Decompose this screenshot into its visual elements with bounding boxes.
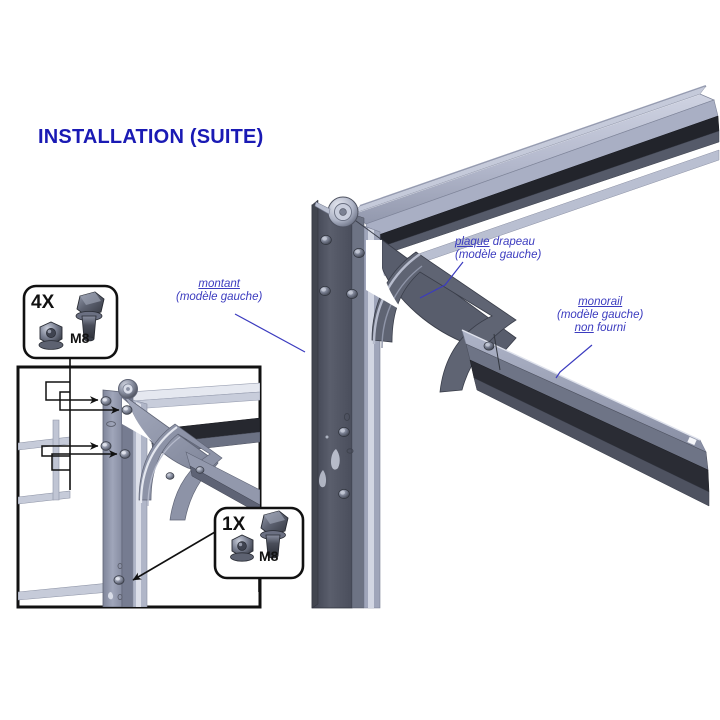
hardware-4x-size: M8 <box>70 330 90 346</box>
callout-montant-sub: (modèle gauche) <box>176 291 263 303</box>
inset-post-hole <box>117 593 123 601</box>
leader-line-plaque-drapeau <box>419 261 464 299</box>
callout-plaque-term-rest: drapeau <box>489 236 535 248</box>
post-hole <box>343 412 351 422</box>
plaque-upper-void <box>366 240 404 312</box>
callout-montant: montant (modèle gauche) <box>176 278 262 304</box>
hardware-1x-quantity: 1X <box>222 514 246 535</box>
main-view-bolt-group <box>319 235 495 499</box>
inset-gusset-bolt <box>165 472 175 480</box>
arrow-4x-bolt-2 <box>59 391 120 414</box>
page-title: INSTALLATION (SUITE) <box>38 126 264 148</box>
hex-flange-bolt-icon-4x <box>75 291 105 342</box>
callout-montant-term: montant <box>198 278 240 290</box>
inset-bolt-group <box>100 396 205 601</box>
bolt-head <box>320 235 332 245</box>
inset-bolt-head-lower <box>113 575 125 585</box>
leader-line-monorail <box>555 344 593 379</box>
inset-bolt-head <box>100 441 112 451</box>
post-slot <box>346 448 354 454</box>
bolt-head <box>338 489 350 499</box>
arrow-4x-bolt-3 <box>41 442 99 457</box>
callout-monorail-note-term: non <box>574 322 594 334</box>
roller-bearing-hub <box>339 208 347 216</box>
bolt-head <box>338 427 350 437</box>
inset-bolt-head <box>119 449 131 459</box>
inset-bolt-head <box>100 396 112 406</box>
roller-shaft <box>314 201 331 215</box>
hex-flange-nut-icon-1x <box>230 534 254 562</box>
bolt-head <box>353 248 365 258</box>
post-reflection <box>331 449 340 470</box>
monorail-slot-detail <box>686 436 698 446</box>
hex-flange-nut-icon-4x <box>38 321 64 350</box>
monorail-top-highlight <box>461 329 701 441</box>
bolt-head <box>483 341 495 351</box>
inset-curved-gusset <box>138 423 223 521</box>
hex-flange-bolt-icon-1x <box>260 510 289 559</box>
inset-bolt-head <box>121 405 133 415</box>
inset-post-reflection <box>108 592 114 600</box>
monorail-bottom-face <box>473 377 710 507</box>
callout-plaque-term: plaque <box>455 236 490 248</box>
arrow-1x-bolt <box>132 531 216 581</box>
bolt-head <box>319 286 331 296</box>
arrow-4x-bolt-1 <box>45 381 99 404</box>
inset-roller-hub <box>126 387 130 391</box>
hardware-1x-size: M8 <box>259 548 279 564</box>
inset-gusset-shade <box>147 436 181 507</box>
inset-monorail-arm <box>185 451 260 506</box>
callout-monorail: monorail (modèle gauche) non fourni <box>557 296 643 335</box>
inset-post-hole <box>117 562 123 570</box>
callout-plaque-sub: (modèle gauche) <box>455 249 542 261</box>
inset-gusset-highlight <box>139 426 178 504</box>
inset-post-slot <box>106 421 116 427</box>
bolt-head <box>346 289 358 299</box>
inset-arm-bolt <box>195 466 205 474</box>
vertical-track-highlight <box>368 228 374 608</box>
callout-monorail-term: monorail <box>578 296 623 308</box>
hardware-4x-quantity: 4X <box>31 292 55 313</box>
inset-monorail-arm-shadow <box>189 465 260 515</box>
leader-line-montant <box>234 313 306 353</box>
post-small-reflection <box>325 435 329 439</box>
inset-background-upright <box>52 419 60 501</box>
callout-monorail-sub: (modèle gauche) <box>557 309 644 321</box>
inset-track-highlight <box>136 402 141 607</box>
monorail-joint-seam <box>493 333 501 371</box>
callout-monorail-note-rest: fourni <box>593 322 626 334</box>
plaque-curved-gusset <box>371 251 517 393</box>
callout-plaque-drapeau: plaque drapeau (modèle gauche) <box>455 236 541 262</box>
post-reflection <box>319 470 327 488</box>
arrow-4x-bolt-4 <box>51 450 118 471</box>
